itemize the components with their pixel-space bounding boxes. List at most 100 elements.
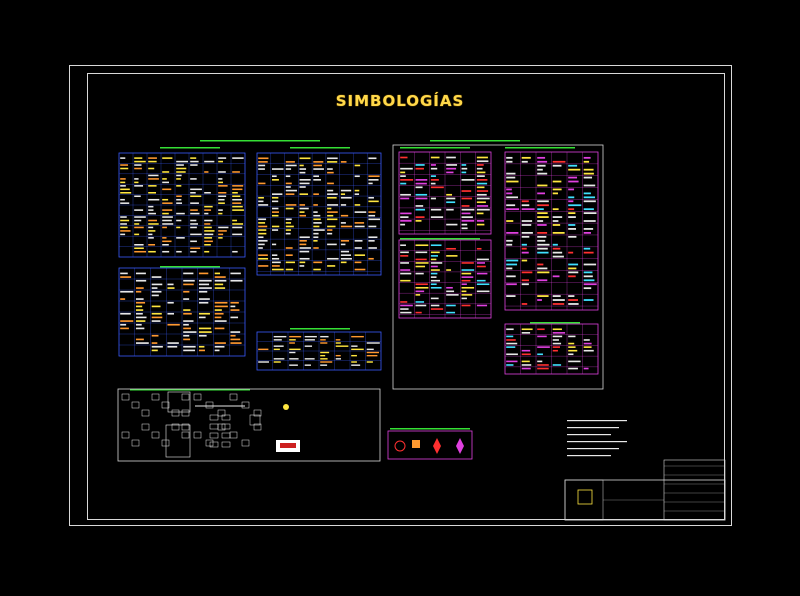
table-special-cell-mark bbox=[351, 354, 357, 357]
table-industrial-cell-mark bbox=[258, 218, 267, 221]
table-interior-lighting-cell-mark bbox=[218, 195, 227, 198]
table-distribution-cell-mark bbox=[400, 193, 411, 196]
table-distribution-cell-mark bbox=[461, 190, 472, 192]
table-conduits-cell-mark bbox=[506, 328, 514, 331]
table-interior-lighting-cell-mark bbox=[176, 167, 187, 170]
table-interior-lighting-cell-mark bbox=[148, 212, 156, 215]
table-commercial-cell-mark bbox=[135, 298, 144, 300]
table-conduits-cell-mark bbox=[537, 353, 543, 356]
table-industrial-cell-mark bbox=[285, 254, 293, 256]
table-distribution-cell-mark bbox=[476, 193, 487, 196]
table-feeders-cell-mark bbox=[430, 269, 440, 271]
table-special-cell-mark bbox=[366, 342, 380, 344]
table-lines-cell-mark bbox=[583, 279, 595, 282]
table-interior-lighting-cell-mark bbox=[218, 171, 226, 173]
table-industrial-cell-mark bbox=[258, 240, 268, 242]
table-special-cell-mark bbox=[289, 364, 298, 366]
block-symbol-icon bbox=[249, 414, 261, 426]
table-distribution-cell-mark bbox=[400, 167, 413, 170]
table-commercial-cell-mark bbox=[135, 338, 144, 341]
table-commercial-cell-mark bbox=[230, 309, 240, 311]
table-lines-cell-mark bbox=[537, 251, 549, 254]
table-special-cell-mark bbox=[304, 345, 313, 347]
table-industrial-cell-mark bbox=[285, 164, 297, 167]
table-commercial-cell-mark bbox=[183, 279, 195, 282]
table-interior-lighting-cell-mark bbox=[232, 226, 243, 229]
table-interior-lighting-cell-mark bbox=[148, 219, 157, 222]
table-distribution-cell-mark bbox=[400, 179, 414, 181]
table-commercial-cell-mark bbox=[135, 305, 143, 308]
table-lines-cell-mark bbox=[537, 212, 548, 215]
table-industrial-cell-mark bbox=[299, 247, 311, 249]
table-lines-cell-mark bbox=[506, 243, 513, 246]
table-commercial-cell-mark bbox=[214, 316, 222, 319]
table-lines-cell-mark bbox=[552, 251, 563, 254]
table-industrial-cell-mark bbox=[368, 157, 377, 160]
table-industrial-cell-mark bbox=[258, 257, 269, 260]
table-lines-cell-mark bbox=[552, 247, 561, 250]
table-commercial-cell-mark bbox=[214, 287, 226, 289]
table-lines-cell-mark bbox=[552, 299, 565, 301]
table-distribution-cell-mark bbox=[476, 201, 486, 204]
table-commercial-cell-mark bbox=[151, 276, 162, 278]
table-caption bbox=[530, 322, 580, 324]
table-industrial-cell-mark bbox=[299, 186, 306, 188]
table-interior-lighting-cell-mark bbox=[232, 219, 238, 222]
table-lines-cell-mark bbox=[521, 283, 529, 286]
table-interior-lighting-cell-mark bbox=[204, 230, 215, 232]
table-industrial-cell-mark bbox=[327, 218, 338, 221]
table-interior-lighting-cell-mark bbox=[190, 226, 197, 229]
table-commercial-cell-mark bbox=[120, 290, 134, 293]
table-lines-cell-mark bbox=[568, 216, 576, 218]
table-commercial-cell-mark bbox=[135, 312, 143, 315]
table-interior-lighting-cell-mark bbox=[218, 185, 228, 187]
table-interior-lighting-cell-mark bbox=[218, 160, 224, 163]
table-special-cell-mark bbox=[335, 354, 341, 357]
table-interior-lighting-cell-mark bbox=[190, 250, 197, 253]
table-lines-cell-mark bbox=[568, 208, 575, 211]
table-feeders-cell-mark bbox=[430, 251, 440, 254]
table-interior-lighting-cell-mark bbox=[218, 192, 227, 194]
table-interior-lighting-cell-mark bbox=[120, 157, 126, 159]
block-symbol-icon bbox=[253, 409, 262, 417]
table-conduits-cell-mark bbox=[552, 342, 562, 345]
table-lines-cell-mark bbox=[506, 156, 513, 159]
table-industrial-cell-mark bbox=[340, 189, 352, 192]
table-distribution-cell-mark bbox=[461, 220, 475, 222]
block-symbol-icon bbox=[221, 414, 231, 421]
table-lines-cell-mark bbox=[521, 220, 533, 222]
table-industrial-cell-mark bbox=[258, 225, 268, 228]
table-caption bbox=[200, 140, 320, 142]
table-feeders-cell-mark bbox=[476, 272, 488, 275]
block-symbol-icon bbox=[205, 439, 214, 447]
table-feeders-cell-mark bbox=[476, 262, 485, 264]
table-interior-lighting-cell-mark bbox=[176, 237, 185, 239]
table-interior-lighting-cell-mark bbox=[120, 202, 130, 204]
table-commercial-cell-mark bbox=[167, 323, 180, 326]
table-distribution-cell-mark bbox=[476, 182, 488, 185]
table-distribution-cell-mark bbox=[461, 227, 468, 230]
table-lines-cell-mark bbox=[537, 172, 548, 175]
table-interior-lighting-cell-mark bbox=[232, 250, 238, 253]
note-line bbox=[567, 455, 611, 457]
table-lines-cell-mark bbox=[506, 263, 518, 266]
table-commercial-cell-mark bbox=[230, 342, 242, 344]
table-feeders-cell-mark bbox=[400, 301, 408, 303]
table-interior-lighting-cell-mark bbox=[204, 205, 213, 208]
table-distribution-cell-mark bbox=[400, 175, 406, 177]
table-interior-lighting-cell-mark bbox=[232, 205, 243, 208]
table-feeders-cell-mark bbox=[461, 283, 467, 286]
table-conduits-cell-mark bbox=[583, 349, 594, 352]
table-distribution-cell-mark bbox=[476, 190, 489, 192]
table-industrial-cell-mark bbox=[285, 186, 291, 188]
block-symbol-icon bbox=[151, 393, 160, 401]
legend-swatch-icon bbox=[283, 404, 289, 410]
table-interior-lighting-cell-mark bbox=[134, 223, 140, 225]
table-interior-lighting-cell-mark bbox=[162, 240, 172, 243]
block-symbol-icon bbox=[241, 439, 250, 447]
table-industrial-cell-mark bbox=[299, 204, 306, 206]
table-industrial-cell-mark bbox=[258, 243, 265, 246]
table-industrial-cell-mark bbox=[340, 193, 346, 195]
table-lines-cell-mark bbox=[537, 224, 547, 226]
table-commercial-cell-mark bbox=[151, 345, 163, 348]
